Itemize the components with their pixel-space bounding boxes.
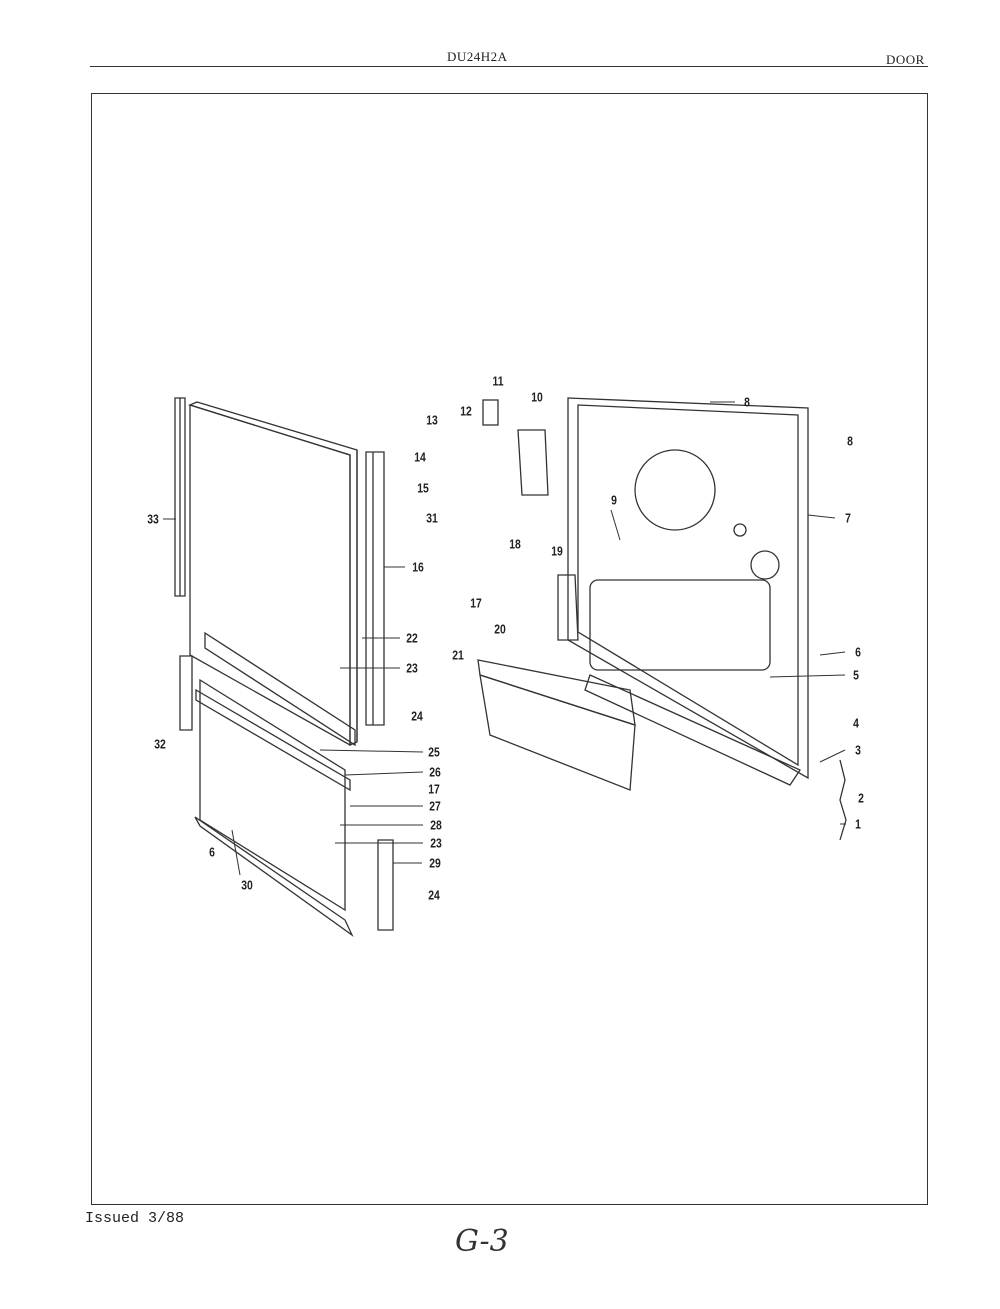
bracket-32 [179, 655, 193, 731]
page-number: G-3 [455, 1224, 509, 1259]
callout-14: 14 [414, 449, 426, 465]
header-rule [90, 66, 928, 67]
lower-panel [195, 631, 356, 912]
callout-3: 3 [855, 742, 861, 758]
side-trim-33 [174, 397, 186, 597]
callout-26: 26 [429, 764, 441, 780]
callout-28: 28 [430, 817, 442, 833]
callout-9: 9 [611, 492, 617, 508]
callout-16: 16 [412, 559, 424, 575]
callout-8: 8 [847, 433, 853, 449]
callout-30: 30 [241, 877, 253, 893]
callout-4: 4 [853, 715, 859, 731]
issued-date: Issued 3/88 [85, 1210, 185, 1227]
trim-30 [194, 816, 354, 937]
callout-17: 17 [470, 595, 482, 611]
callout-12: 12 [460, 403, 472, 419]
section-title: DOOR [886, 52, 925, 67]
outer-door-panel [188, 401, 358, 747]
callout-1: 1 [855, 816, 861, 832]
diagram-frame [91, 93, 928, 1205]
leader-lines [163, 401, 846, 876]
model-number: DU24H2A [447, 49, 508, 64]
callout-8: 8 [744, 394, 750, 410]
callout-5: 5 [853, 667, 859, 683]
side-trim-16 [365, 451, 385, 726]
callout-23: 23 [406, 660, 418, 676]
callout-22: 22 [406, 630, 418, 646]
hinge-assembly [482, 399, 579, 641]
callout-29: 29 [429, 855, 441, 871]
callout-7: 7 [845, 510, 851, 526]
callout-31: 31 [426, 510, 438, 526]
trim-29 [377, 839, 394, 931]
callout-17: 17 [428, 781, 440, 797]
callout-11: 11 [492, 373, 504, 389]
callout-25: 25 [428, 744, 440, 760]
callout-13: 13 [426, 412, 438, 428]
callout-20: 20 [494, 621, 506, 637]
spring-1 [839, 759, 847, 841]
callout-6: 6 [209, 844, 215, 860]
callout-6: 6 [855, 644, 861, 660]
callout-15: 15 [417, 480, 429, 496]
callout-24: 24 [411, 708, 423, 724]
callout-32: 32 [154, 736, 166, 752]
callout-33: 33 [147, 511, 159, 527]
callout-24: 24 [428, 887, 440, 903]
callout-18: 18 [509, 536, 521, 552]
callout-2: 2 [858, 790, 864, 806]
callout-19: 19 [551, 543, 563, 559]
callout-21: 21 [452, 647, 464, 663]
inner-door-liner [567, 397, 809, 786]
callout-27: 27 [429, 798, 441, 814]
kickplate-20 [477, 659, 636, 791]
callout-23: 23 [430, 835, 442, 851]
callout-10: 10 [531, 389, 543, 405]
